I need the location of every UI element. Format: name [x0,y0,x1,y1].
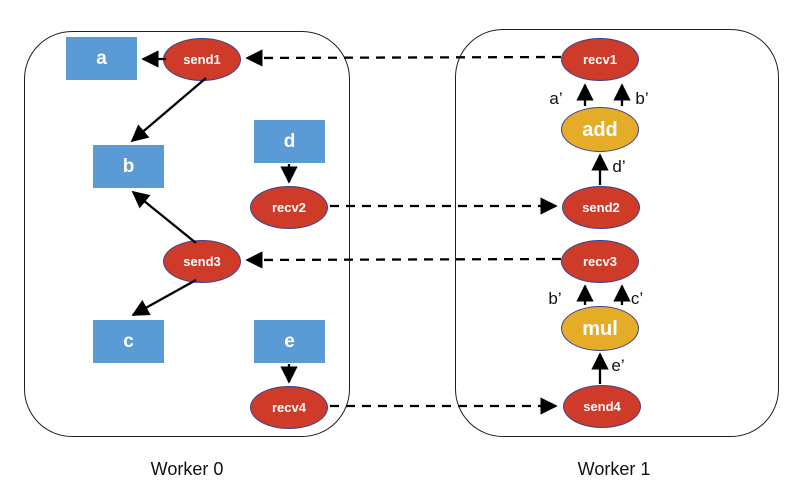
node-c: c [93,320,164,363]
edge-label-c-prime: c’ [630,289,644,308]
edge-label-b-prime-bottom: b’ [548,289,562,308]
node-b: b [93,145,164,188]
edge-label-a-prime: a’ [549,89,563,108]
worker0-label: Worker 0 [150,459,224,479]
edge-label-d-prime: d’ [612,157,626,176]
node-recv4: recv4 [250,386,328,429]
node-send2: send2 [562,186,640,229]
node-recv2: recv2 [250,186,328,229]
node-a: a [66,37,137,80]
node-recv1: recv1 [561,38,639,81]
node-send1: send1 [163,38,241,81]
node-mul: mul [561,306,639,351]
node-add: add [561,107,639,152]
node-d: d [254,120,325,163]
node-send4: send4 [563,385,641,428]
node-e: e [254,320,325,363]
edge-label-e-prime: e’ [611,356,625,375]
worker1-box [455,29,779,437]
node-recv3: recv3 [561,240,639,283]
edge-label-b-prime-top: b’ [635,89,649,108]
worker1-label: Worker 1 [577,459,651,479]
worker0-box [24,31,350,437]
node-send3: send3 [163,240,241,283]
